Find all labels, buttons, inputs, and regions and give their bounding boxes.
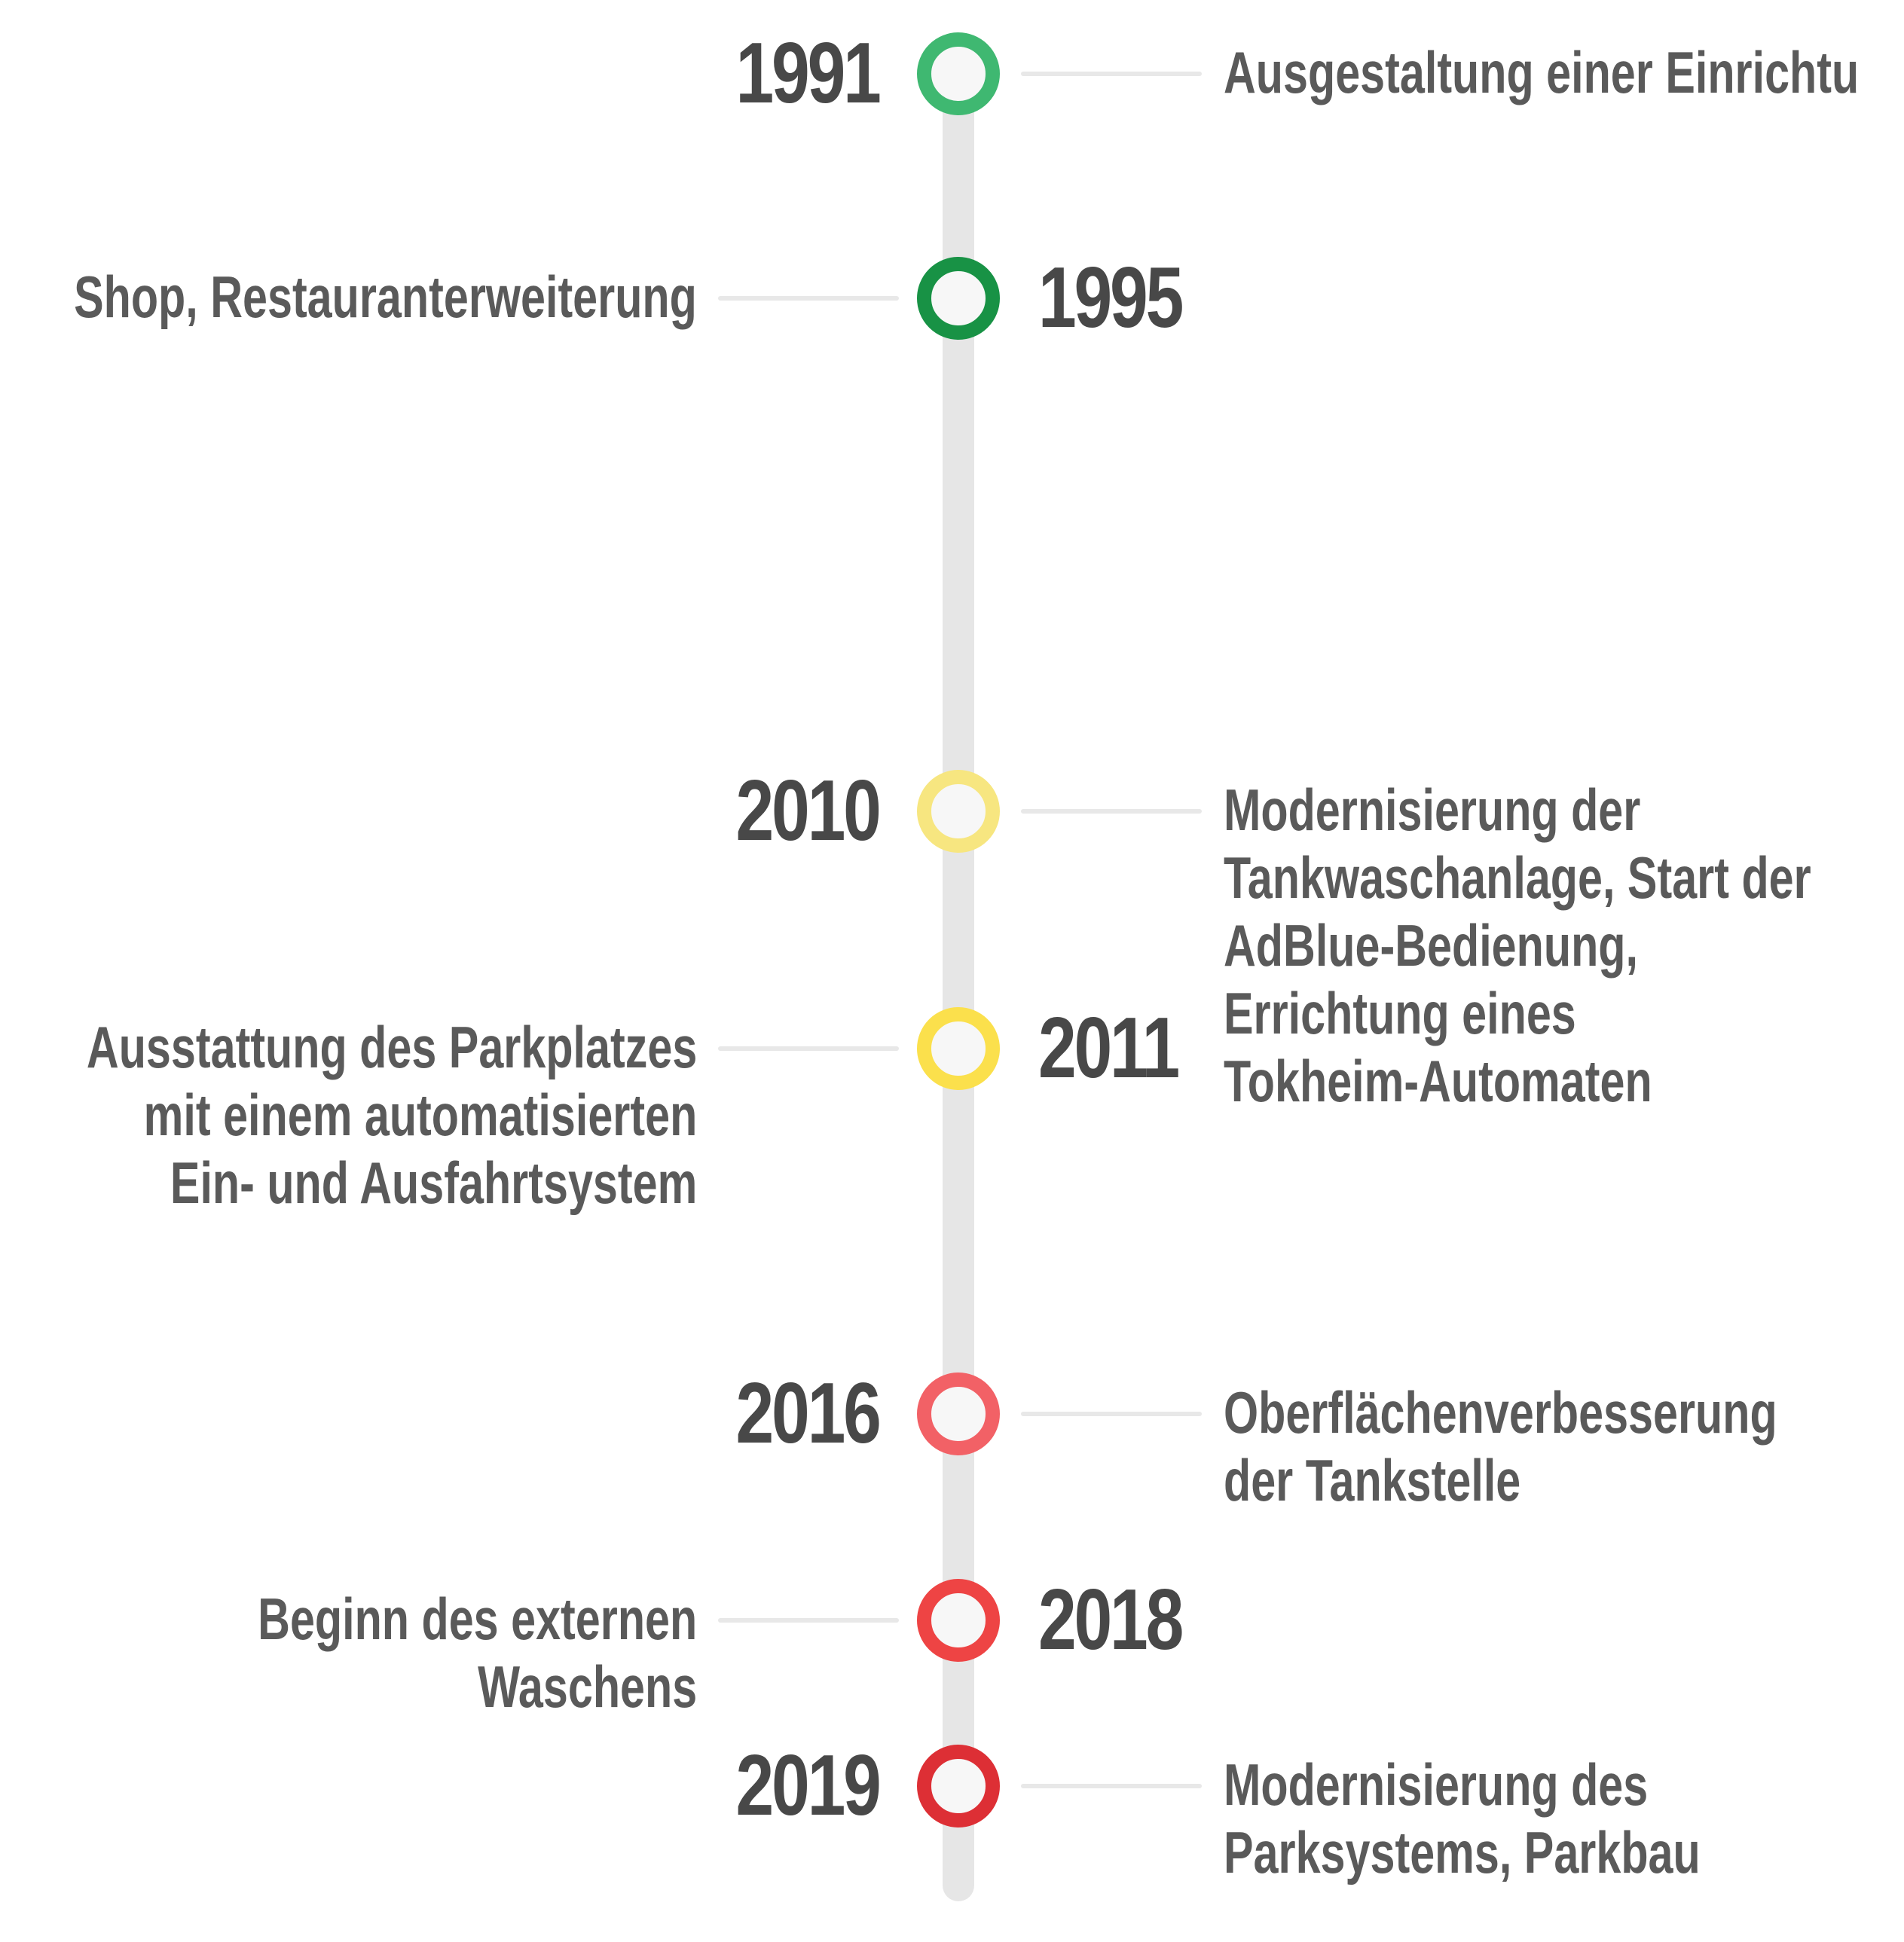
description-line: Tankwaschanlage, Start der	[1224, 844, 1811, 911]
event-connector	[718, 296, 899, 301]
event-marker	[917, 1745, 1000, 1827]
event-description: Shop, Restauranterweiterung	[74, 263, 697, 331]
event-marker	[917, 1007, 1000, 1090]
event-description: Ausgestaltung einer Einrichtu	[1224, 38, 1859, 106]
event-year: 1995	[1038, 250, 1184, 346]
description-line: Ausgestaltung einer Einrichtu	[1224, 39, 1860, 105]
description-line: Errichtung eines	[1224, 980, 1576, 1046]
description-line: Waschens	[477, 1653, 697, 1720]
event-marker	[917, 1579, 1000, 1662]
event-year: 2011	[1038, 1000, 1180, 1096]
event-year: 2016	[735, 1366, 882, 1461]
event-connector	[1021, 1412, 1202, 1416]
description-line: AdBlue-Bedienung,	[1224, 912, 1638, 979]
description-line: Beginn des externen	[257, 1586, 697, 1652]
event-year: 2018	[1038, 1572, 1184, 1668]
description-line: Shop, Restauranterweiterung	[74, 264, 697, 330]
event-year: 2010	[735, 763, 882, 859]
event-description: Oberflächenverbesserung der Tankstelle	[1224, 1379, 1777, 1514]
event-connector	[1021, 1784, 1202, 1788]
description-line: der Tankstelle	[1224, 1447, 1521, 1513]
event-description: Ausstattung des Parkplatzes mit einem au…	[87, 1013, 697, 1217]
description-line: Tokheim-Automaten	[1224, 1048, 1652, 1114]
event-marker	[917, 1373, 1000, 1455]
event-year: 1991	[735, 26, 882, 121]
event-connector	[1021, 809, 1202, 814]
event-marker	[917, 32, 1000, 115]
event-marker	[917, 770, 1000, 853]
description-line: Oberflächenverbesserung	[1224, 1379, 1777, 1446]
event-connector	[718, 1046, 899, 1051]
event-year: 2019	[735, 1738, 882, 1834]
event-description: Modernisierung der Tankwaschanlage, Star…	[1224, 776, 1811, 1115]
description-line: mit einem automatisierten	[143, 1082, 697, 1148]
description-line: Parksystems, Parkbau	[1224, 1819, 1701, 1886]
description-line: Modernisierung der	[1224, 777, 1641, 843]
event-description: Modernisierung des Parksystems, Parkbau	[1224, 1751, 1701, 1886]
description-line: Ein- und Ausfahrtsystem	[170, 1150, 697, 1216]
description-line: Ausstattung des Parkplatzes	[86, 1014, 697, 1080]
event-connector	[718, 1618, 899, 1623]
event-description: Beginn des externen Waschens	[258, 1585, 697, 1721]
description-line: Modernisierung des	[1224, 1751, 1649, 1818]
event-marker	[917, 257, 1000, 340]
event-connector	[1021, 72, 1202, 76]
